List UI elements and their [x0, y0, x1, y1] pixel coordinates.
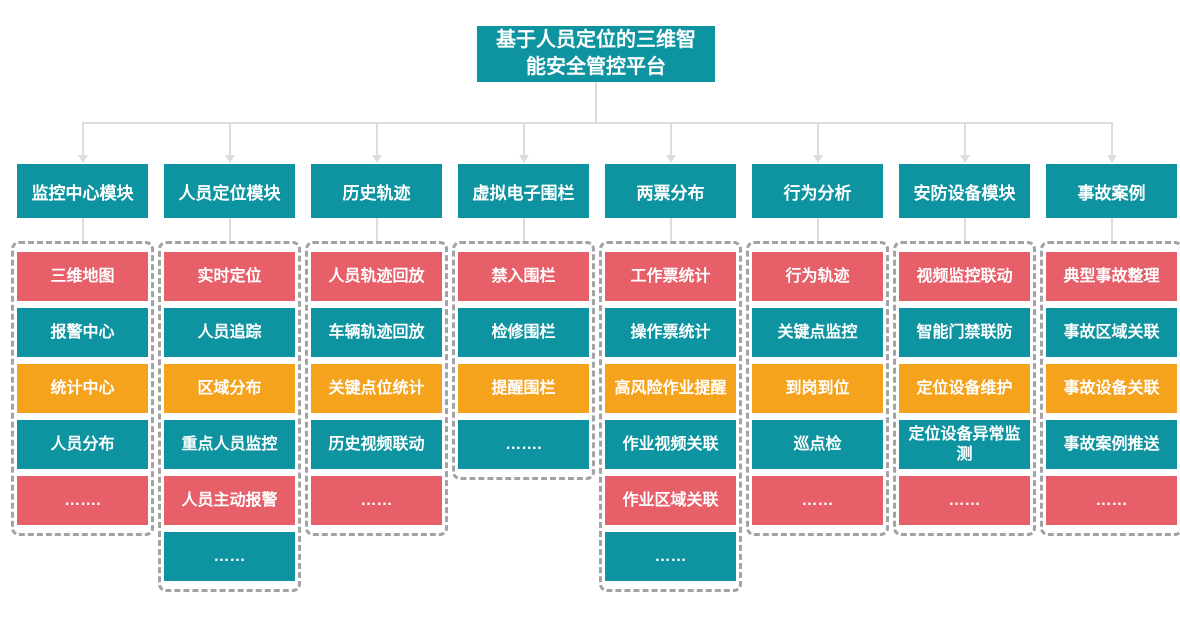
module-item: 工作票统计 [605, 252, 736, 301]
module-header: 虚拟电子围栏 [458, 164, 589, 218]
module-item: 三维地图 [17, 252, 148, 301]
module-item: 实时定位 [164, 252, 295, 301]
arrow-down-icon [371, 155, 382, 163]
module-column-7: 安防设备模块视频监控联动智能门禁联防定位设备维护定位设备异常监测 …… [893, 122, 1036, 536]
module-column-6: 行为分析行为轨迹关键点监控到岗到位巡点检 …… [746, 122, 889, 536]
module-header: 两票分布 [605, 164, 736, 218]
module-item: 事故案例推送 [1046, 420, 1177, 469]
module-header: 行为分析 [752, 164, 883, 218]
module-item: …… [311, 476, 442, 525]
connector-drop [81, 122, 84, 156]
arrow-down-icon [518, 155, 529, 163]
connector-link [669, 218, 672, 241]
module-item: 报警中心 [17, 308, 148, 357]
module-item: 定位设备异常监测 [899, 420, 1030, 469]
module-item-group: 工作票统计操作票统计高风险作业提醒作业视频关联作业区域关联 …… [599, 241, 742, 592]
module-item: 人员分布 [17, 420, 148, 469]
module-item: 车辆轨迹回放 [311, 308, 442, 357]
module-item-group: 三维地图报警中心统计中心人员分布 ……. [11, 241, 154, 536]
module-item: …… [605, 532, 736, 581]
connector-drop [522, 122, 525, 156]
module-item: …… [752, 476, 883, 525]
module-item-group: 视频监控联动智能门禁联防定位设备维护定位设备异常监测 …… [893, 241, 1036, 536]
module-header: 历史轨迹 [311, 164, 442, 218]
arrow-down-icon [77, 155, 88, 163]
arrow-down-icon [665, 155, 676, 163]
connector-link [228, 218, 231, 241]
module-item-group: 人员轨迹回放车辆轨迹回放关键点位统计历史视频联动 …… [305, 241, 448, 536]
module-item: 提醒围栏 [458, 364, 589, 413]
module-item: 检修围栏 [458, 308, 589, 357]
connector-drop [1110, 122, 1113, 156]
root-title: 基于人员定位的三维智能安全管控平台 [477, 26, 715, 82]
arrow-down-icon [959, 155, 970, 163]
connector-link [816, 218, 819, 241]
module-item: ……. [458, 420, 589, 469]
module-header: 监控中心模块 [17, 164, 148, 218]
module-item-group: 行为轨迹关键点监控到岗到位巡点检 …… [746, 241, 889, 536]
connector-drop [816, 122, 819, 156]
module-header: 安防设备模块 [899, 164, 1030, 218]
module-column-4: 虚拟电子围栏禁入围栏检修围栏提醒围栏 ……. [452, 122, 595, 480]
module-item: …… [164, 532, 295, 581]
connector-link [963, 218, 966, 241]
module-item: 事故区域关联 [1046, 308, 1177, 357]
module-item: …… [1046, 476, 1177, 525]
module-columns: 监控中心模块三维地图报警中心统计中心人员分布…….人员定位模块实时定位人员追踪区… [11, 122, 1180, 592]
module-item: 操作票统计 [605, 308, 736, 357]
module-item: 智能门禁联防 [899, 308, 1030, 357]
module-column-5: 两票分布工作票统计操作票统计高风险作业提醒作业视频关联作业区域关联 …… [599, 122, 742, 592]
module-item: 到岗到位 [752, 364, 883, 413]
module-item: 定位设备维护 [899, 364, 1030, 413]
module-header: 人员定位模块 [164, 164, 295, 218]
connector-horizontal [82, 122, 1112, 124]
connector-link [375, 218, 378, 241]
module-column-3: 历史轨迹人员轨迹回放车辆轨迹回放关键点位统计历史视频联动 …… [305, 122, 448, 536]
arrow-down-icon [224, 155, 235, 163]
module-item: …… [899, 476, 1030, 525]
module-header: 事故案例 [1046, 164, 1177, 218]
module-item: 作业区域关联 [605, 476, 736, 525]
module-item: 视频监控联动 [899, 252, 1030, 301]
module-item: 典型事故整理 [1046, 252, 1177, 301]
module-item: 人员主动报警 [164, 476, 295, 525]
module-item: 禁入围栏 [458, 252, 589, 301]
module-item: 人员追踪 [164, 308, 295, 357]
module-item-group: 禁入围栏检修围栏提醒围栏 ……. [452, 241, 595, 480]
module-item: 事故设备关联 [1046, 364, 1177, 413]
connector-drop [963, 122, 966, 156]
arrow-down-icon [812, 155, 823, 163]
connector-drop [375, 122, 378, 156]
module-column-8: 事故案例典型事故整理事故区域关联事故设备关联事故案例推送 …… [1040, 122, 1180, 536]
connector-stem [595, 82, 597, 123]
module-item: 人员轨迹回放 [311, 252, 442, 301]
module-item-group: 典型事故整理事故区域关联事故设备关联事故案例推送 …… [1040, 241, 1180, 536]
module-item: 统计中心 [17, 364, 148, 413]
module-item: ……. [17, 476, 148, 525]
connector-drop [669, 122, 672, 156]
module-column-1: 监控中心模块三维地图报警中心统计中心人员分布 ……. [11, 122, 154, 536]
module-item: 巡点检 [752, 420, 883, 469]
connector-link [522, 218, 525, 241]
module-item: 关键点位统计 [311, 364, 442, 413]
module-item: 作业视频关联 [605, 420, 736, 469]
module-item: 重点人员监控 [164, 420, 295, 469]
connector-link [81, 218, 84, 241]
module-column-2: 人员定位模块实时定位人员追踪区域分布重点人员监控人员主动报警 …… [158, 122, 301, 592]
module-item: 行为轨迹 [752, 252, 883, 301]
module-item-group: 实时定位人员追踪区域分布重点人员监控人员主动报警 …… [158, 241, 301, 592]
module-item: 历史视频联动 [311, 420, 442, 469]
connector-drop [228, 122, 231, 156]
arrow-down-icon [1106, 155, 1117, 163]
connector-link [1110, 218, 1113, 241]
module-item: 关键点监控 [752, 308, 883, 357]
module-item: 高风险作业提醒 [605, 364, 736, 413]
module-item: 区域分布 [164, 364, 295, 413]
